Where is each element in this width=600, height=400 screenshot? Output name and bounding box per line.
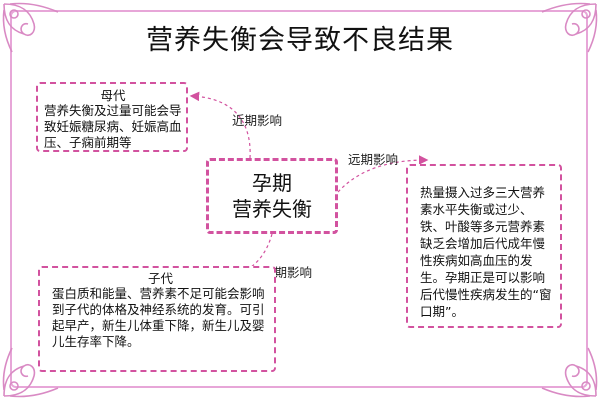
child-effect-box: 子代 蛋白质和能量、营养素不足可能会影响到子代的体格及神经系统的发育。可引起早产… xyxy=(38,266,276,372)
mother-effect-box: 母代 营养失衡及过量可能会导致妊娠糖尿病、妊娠高血压、子痫前期等 xyxy=(36,82,188,152)
page-frame xyxy=(10,10,588,388)
floral-corner-ornament xyxy=(541,2,598,53)
long-term-label: 远期影响 xyxy=(348,152,399,167)
long-term-text: 热量摄入过多三大营养素水平失衡或过少、铁、叶酸等多元营养素缺乏会增加后代成年慢性… xyxy=(420,185,552,319)
center-line2: 营养失衡 xyxy=(232,197,312,221)
center-line1: 孕期 xyxy=(252,171,292,195)
floral-corner-ornament xyxy=(2,2,59,53)
child-text: 蛋白质和能量、营养素不足可能会影响到子代的体格及神经系统的发育。可引起早产，新生… xyxy=(52,286,265,349)
mother-label: 母代 xyxy=(100,88,126,103)
page-title: 营养失衡会导致不良结果 xyxy=(146,25,454,56)
mother-text: 营养失衡及过量可能会导致妊娠糖尿病、妊娠高血压、子痫前期等 xyxy=(44,103,182,150)
arrow-to-long-term xyxy=(337,155,429,193)
arrow-to-mother xyxy=(189,91,251,159)
child-label: 子代 xyxy=(147,271,173,286)
floral-corner-ornament xyxy=(2,347,59,398)
long-term-effect-box: 热量摄入过多三大营养素水平失衡或过少、铁、叶酸等多元营养素缺乏会增加后代成年慢性… xyxy=(406,164,562,328)
arrow-to-child xyxy=(225,233,273,281)
center-node: 孕期 营养失衡 xyxy=(206,158,338,234)
floral-corner-ornament xyxy=(541,347,598,398)
near-term-label-top: 近期影响 xyxy=(232,113,283,128)
